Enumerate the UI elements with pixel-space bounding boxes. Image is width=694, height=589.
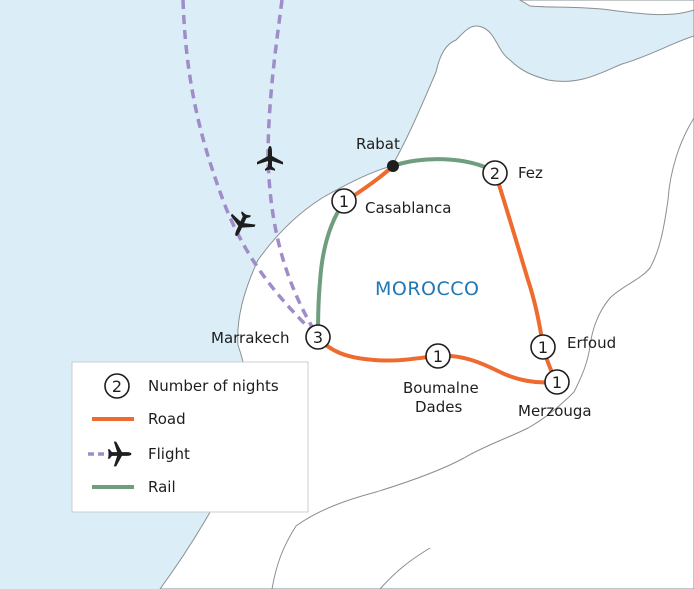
legend-rail-label: Rail — [148, 478, 176, 496]
legend: 2 Number of nights Road Flight Rail — [71, 361, 309, 513]
fez-marker: 2 — [482, 160, 508, 186]
road-route-fez-erfoud — [493, 170, 545, 348]
erfoud-label: Erfoud — [567, 334, 616, 352]
legend-nights-symbol: 2 — [104, 373, 130, 399]
rabat-dot — [387, 160, 399, 172]
boumalne-label-line1: Boumalne — [403, 379, 479, 397]
merzouga-nights: 1 — [552, 373, 562, 392]
rail-route-casablanca-marrakech — [316, 200, 346, 339]
casablanca-marker: 1 — [331, 188, 357, 214]
flight-route-west — [181, 0, 320, 339]
boumalne-nights: 1 — [433, 347, 443, 366]
marrakech-nights: 3 — [313, 328, 323, 347]
legend-nights-label: Number of nights — [148, 377, 279, 395]
fez-label: Fez — [518, 164, 543, 182]
casablanca-nights: 1 — [339, 192, 349, 211]
erfoud-marker: 1 — [530, 334, 556, 360]
legend-road-label: Road — [148, 410, 186, 428]
merzouga-label: Merzouga — [518, 402, 592, 420]
casablanca-label: Casablanca — [365, 199, 452, 217]
legend-nights-number: 2 — [112, 377, 122, 396]
rabat-label: Rabat — [356, 135, 400, 153]
merzouga-marker: 1 — [544, 369, 570, 395]
fez-nights: 2 — [490, 164, 500, 183]
border-algeria — [271, 117, 694, 589]
iberian-coast — [519, 0, 694, 16]
boumalne-label-line2: Dades — [415, 398, 462, 416]
erfoud-nights: 1 — [538, 338, 548, 357]
border-south — [379, 547, 431, 589]
legend-flight-label: Flight — [148, 445, 190, 463]
marrakech-marker: 3 — [305, 324, 331, 350]
boumalne-marker: 1 — [425, 343, 451, 369]
marrakech-label: Marrakech — [211, 329, 290, 347]
country-label: MOROCCO — [375, 278, 480, 300]
